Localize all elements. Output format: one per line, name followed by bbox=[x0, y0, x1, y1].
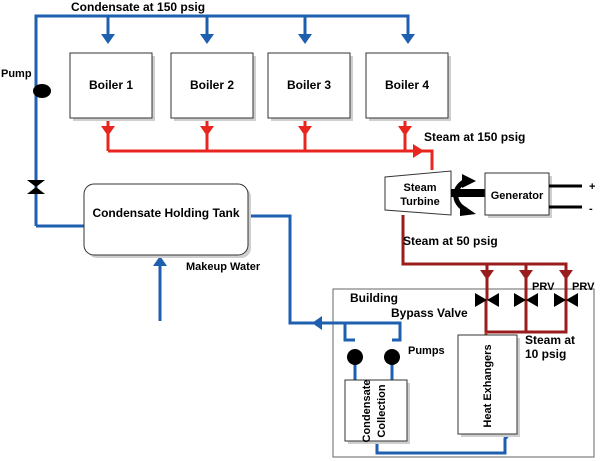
collection-label-line2: Collection bbox=[376, 384, 388, 437]
boiler-1-label: Boiler 1 bbox=[89, 78, 133, 92]
heat-exchangers-label: Heat Exhangers bbox=[482, 344, 494, 427]
building-outline bbox=[332, 288, 595, 458]
collection-pump-1-icon bbox=[347, 349, 363, 365]
generator: Generator bbox=[484, 172, 552, 218]
condensate-valve-icon bbox=[27, 180, 45, 194]
collection-label-line1: Condensate bbox=[361, 380, 373, 443]
turbine-label-line2: Turbine bbox=[400, 196, 440, 208]
boiler-2: Boiler 2 bbox=[170, 52, 256, 121]
building-label: Building bbox=[350, 291, 398, 305]
collection-pump-2-icon bbox=[384, 349, 400, 365]
steam-150-piping bbox=[106, 118, 434, 170]
bypass-valve-label: Bypass Valve bbox=[391, 306, 468, 320]
steam-10-label-line1: Steam at bbox=[525, 333, 575, 347]
plus-terminal-label: + bbox=[589, 181, 595, 193]
prv-label-2: PRV bbox=[572, 281, 595, 293]
prv-valves-icon bbox=[475, 293, 578, 307]
tank-label: Condensate Holding Tank bbox=[92, 206, 239, 220]
turbine-shaft bbox=[451, 189, 486, 197]
boiler-3-label: Boiler 3 bbox=[287, 78, 331, 92]
generator-leads bbox=[549, 184, 582, 209]
steam-150-arrows bbox=[101, 126, 424, 158]
boiler-1: Boiler 1 bbox=[69, 52, 155, 121]
steam-150-label: Steam at 150 psig bbox=[424, 130, 525, 144]
makeup-water-label: Makeup Water bbox=[186, 261, 261, 273]
condensate-collection: Condensate Collection bbox=[344, 379, 410, 444]
prv-label-1: PRV bbox=[532, 281, 555, 293]
generator-label: Generator bbox=[491, 190, 544, 202]
main-pump-icon bbox=[33, 84, 51, 98]
steam-50-arrows bbox=[480, 270, 573, 280]
steam-10-label-line2: 10 psig bbox=[525, 347, 566, 361]
boiler-3: Boiler 3 bbox=[267, 52, 353, 121]
pumps-label: Pumps bbox=[408, 345, 445, 357]
boiler-4: Boiler 4 bbox=[365, 52, 451, 121]
steam-50-label: Steam at 50 psig bbox=[403, 234, 498, 248]
steam-turbine: Steam Turbine bbox=[384, 170, 452, 216]
heat-exchangers: Heat Exhangers bbox=[457, 334, 520, 437]
minus-terminal-label: - bbox=[589, 203, 593, 215]
boiler-2-label: Boiler 2 bbox=[190, 78, 234, 92]
condensate-holding-tank: Condensate Holding Tank bbox=[83, 183, 251, 258]
boiler-4-label: Boiler 4 bbox=[385, 78, 429, 92]
condensate-150-label: Condensate at 150 psig bbox=[71, 0, 205, 14]
turbine-label-line1: Steam bbox=[403, 182, 436, 194]
pump-label: Pump bbox=[1, 68, 32, 80]
